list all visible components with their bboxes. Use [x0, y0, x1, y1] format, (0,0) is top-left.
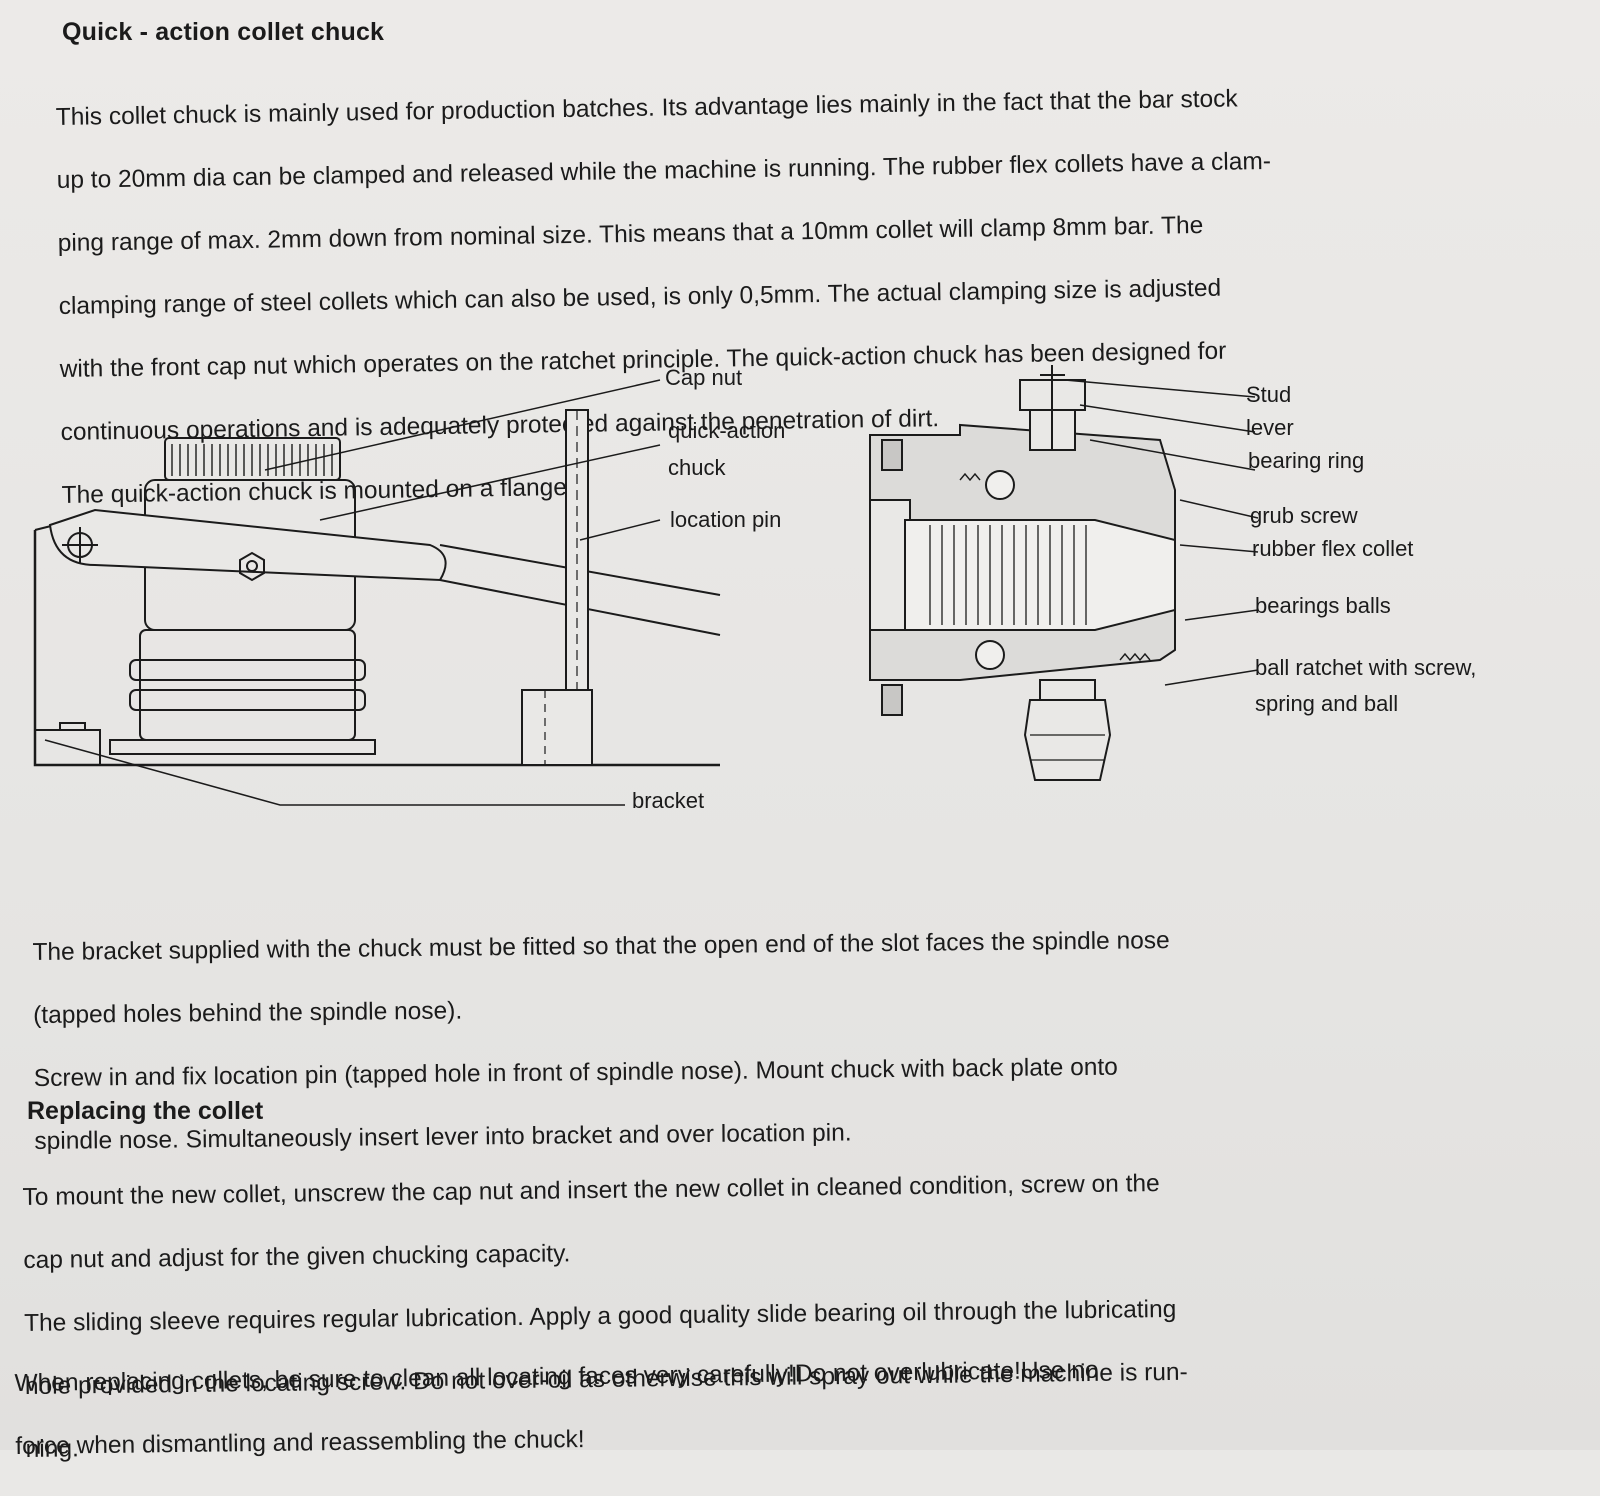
- replace-line: To mount the new collet, unscrew the cap…: [22, 1169, 1160, 1211]
- bracket-line: (tapped holes behind the spindle nose).: [33, 997, 463, 1029]
- replace-line: cap nut and adjust for the given chuckin…: [23, 1239, 571, 1274]
- collet-chuck-diagram: Cap nut quick-action chuck location pin …: [33, 365, 1476, 813]
- label-quick-action: quick-action: [668, 418, 785, 443]
- label-chuck: chuck: [668, 455, 726, 480]
- label-bracket: bracket: [632, 788, 704, 813]
- chuck-side-view: [33, 379, 721, 806]
- section-title-quick-action: Quick - action collet chuck: [62, 18, 385, 46]
- bracket-line: The bracket supplied with the chuck must…: [32, 926, 1170, 966]
- warning-paragraph: When replacing collets, be sure to clean…: [14, 1318, 1516, 1494]
- section-title-replacing-collet: Replacing the collet: [27, 1097, 264, 1125]
- label-stud: Stud: [1246, 382, 1291, 407]
- intro-line: clamping range of steel collets which ca…: [58, 274, 1222, 320]
- label-cap-nut: Cap nut: [665, 365, 742, 390]
- label-spring-and-ball: spring and ball: [1255, 691, 1398, 716]
- label-location-pin: location pin: [670, 507, 781, 532]
- intro-line: up to 20mm dia can be clamped and releas…: [56, 147, 1272, 194]
- label-lever: lever: [1246, 415, 1294, 440]
- label-ball-ratchet: ball ratchet with screw,: [1255, 655, 1476, 680]
- label-grub-screw: grub screw: [1250, 503, 1358, 528]
- bracket-line: Screw in and fix location pin (tapped ho…: [33, 1053, 1118, 1092]
- label-rubber-flex-collet: rubber flex collet: [1252, 536, 1413, 561]
- manual-page: Quick - action collet chuck This collet …: [0, 0, 1600, 1462]
- intro-line: This collet chuck is mainly used for pro…: [55, 84, 1238, 131]
- chuck-cross-section: [869, 365, 1259, 781]
- intro-line: ping range of max. 2mm down from nominal…: [57, 211, 1204, 257]
- warning-line: When replacing collets, be sure to clean…: [14, 1356, 1099, 1397]
- warning-line: force when dismantling and reassembling …: [15, 1425, 585, 1460]
- label-bearings-balls: bearings balls: [1255, 593, 1391, 618]
- label-bearing-ring: bearing ring: [1248, 448, 1364, 473]
